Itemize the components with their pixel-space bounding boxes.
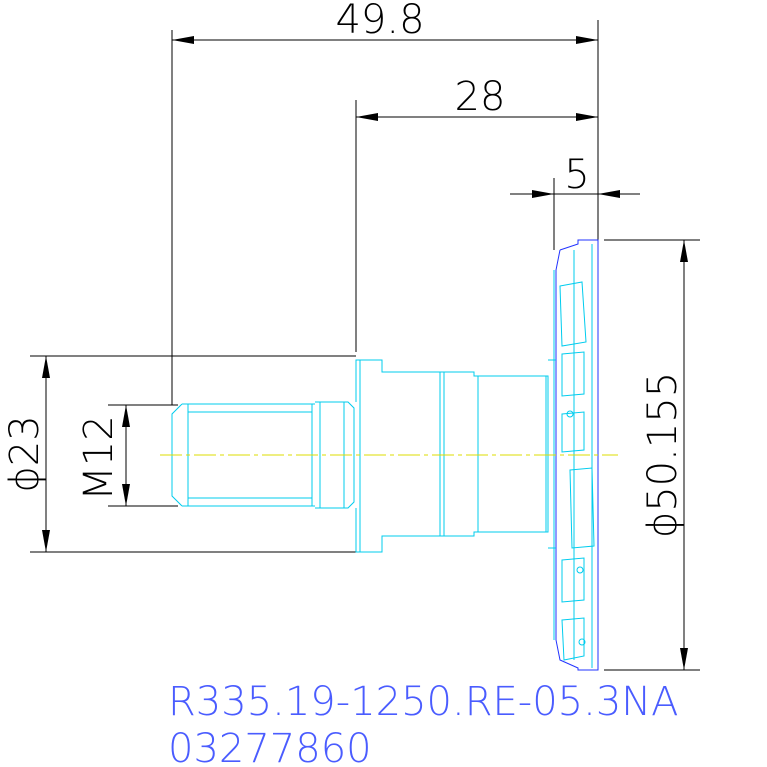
dimension-label-shank-diameter: ϕ23 [2,415,48,492]
arrowhead-right [576,113,598,121]
arrowhead-top [122,405,130,427]
shank-body [440,371,549,537]
dimension-shank-diameter: ϕ23 [2,355,356,553]
insert-3 [561,411,585,453]
shank [355,359,549,553]
insert-2 [561,351,585,397]
screw-hole-2 [576,566,584,574]
dimension-label-cutter-diameter: ϕ50.155 [640,372,686,538]
insert-4 [569,467,595,549]
dimension-shank-length: 28 [355,74,598,352]
arrowhead-left [172,36,194,44]
cutter-disc [548,239,599,671]
shank-flange [355,359,441,553]
arrowhead-right [598,190,620,198]
insert-5 [561,557,585,603]
arrowhead-top [680,240,688,262]
dimension-label-overall-length: 49.8 [335,0,424,43]
screw-hole-1 [566,410,574,418]
arrowhead-top [42,356,50,378]
cutter-outline [555,239,599,671]
arrowhead-left [356,113,378,121]
arrowhead-bottom [42,530,50,552]
part-number: 03277860 [168,726,372,767]
dimension-label-shank-length: 28 [455,74,506,120]
screw-hole-3 [578,638,586,646]
arrowhead-bottom [122,484,130,506]
insert-6 [561,617,585,661]
arrowhead-left [532,190,554,198]
dimension-thread: M12 [76,404,178,507]
arrowhead-bottom [680,648,688,670]
dimension-label-thread: M12 [76,415,122,500]
dimension-overall-length: 49.8 [171,0,599,405]
dimension-cutter-diameter: ϕ50.155 [604,239,700,671]
dimension-label-insert-width: 5 [564,152,589,198]
arrowhead-right [576,36,598,44]
neck [315,401,355,509]
part-code: R335.19-1250.RE-05.3NA [168,679,679,725]
insert-1 [559,281,587,347]
dimension-insert-width: 5 [510,152,640,250]
